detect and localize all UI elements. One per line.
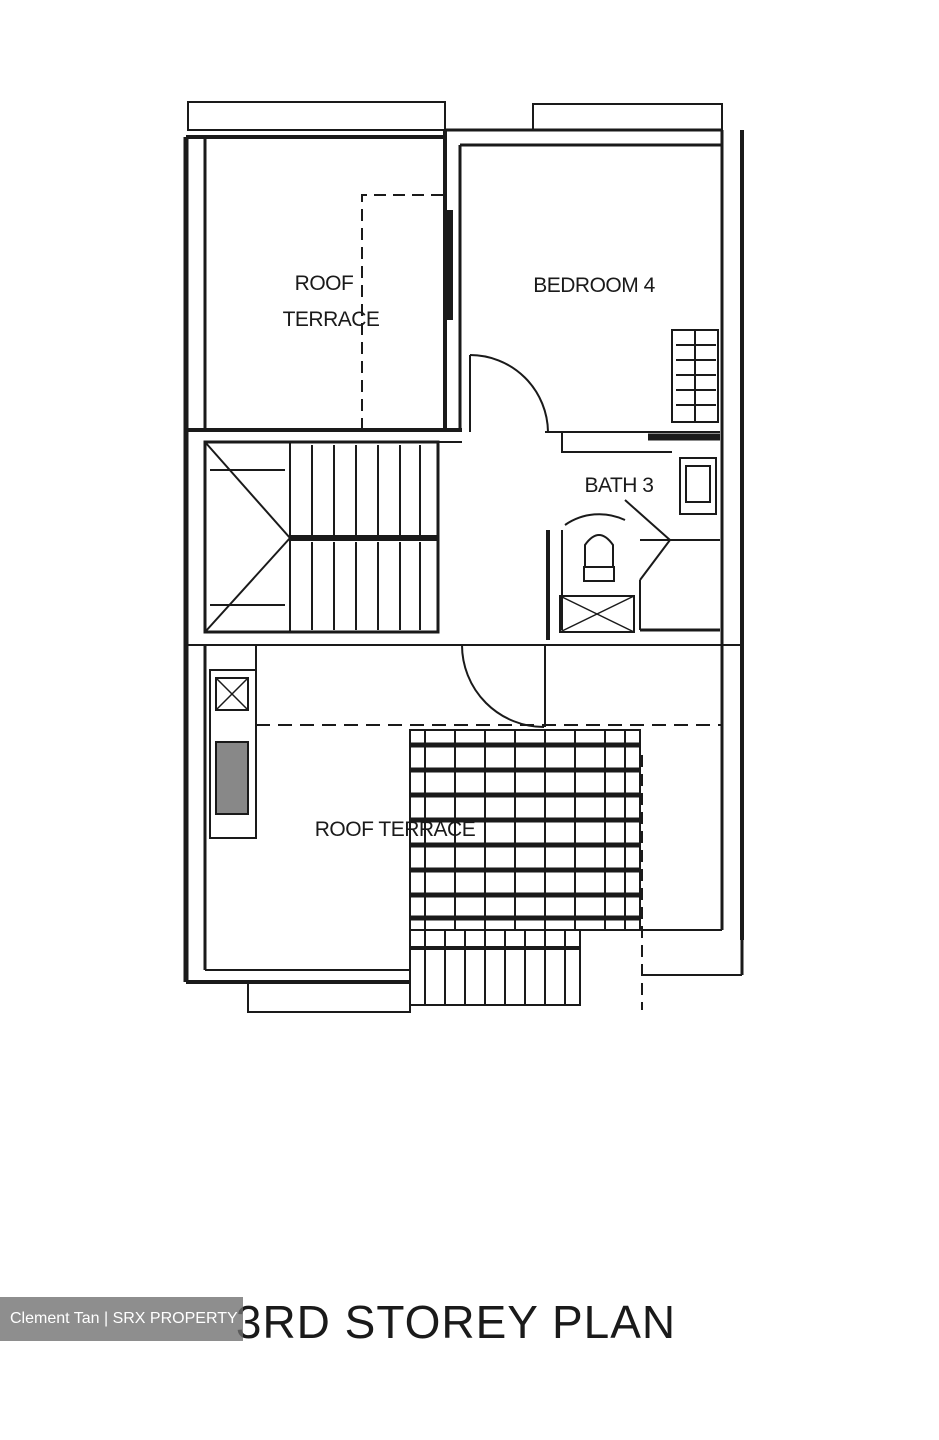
plan-title: 3RD STOREY PLAN <box>236 1296 676 1348</box>
roof-terrace-upper-label-line1: ROOF <box>295 272 354 295</box>
bath-label: BATH 3 <box>585 474 654 497</box>
toilet-icon <box>584 534 614 568</box>
roof-terrace-lower-label: ROOF TERRACE <box>315 818 476 841</box>
bottom-ledge <box>247 981 411 1013</box>
shower-tray <box>559 595 635 633</box>
top-ledge-right <box>532 103 723 131</box>
roof-terrace-upper-label-line2: TERRACE <box>283 308 380 331</box>
top-ledge-left <box>187 101 446 131</box>
bottom-steps <box>409 929 581 1006</box>
bedroom-label: BEDROOM 4 <box>533 274 655 297</box>
watermark: Clement Tan | SRX PROPERTY <box>0 1297 243 1341</box>
basin <box>679 457 717 515</box>
